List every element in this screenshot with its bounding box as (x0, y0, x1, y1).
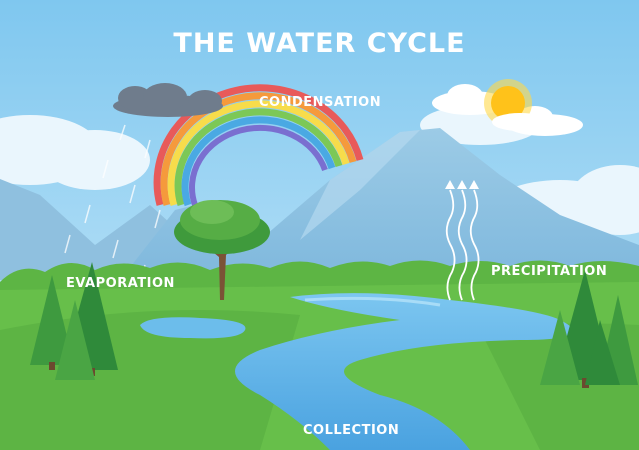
label-precipitation: PRECIPITATION (491, 264, 608, 279)
label-evaporation: EVAPORATION (66, 276, 175, 291)
page-title: THE WATER CYCLE (173, 28, 466, 59)
cloud-front-sun (492, 113, 548, 131)
rainbow-icon (153, 84, 364, 207)
pond (140, 317, 246, 339)
tree-icon (174, 200, 270, 300)
mountain-highlight (300, 130, 420, 240)
river (235, 293, 574, 450)
vapor-arrowheads (445, 180, 479, 189)
pine-trees-right (540, 270, 638, 388)
label-collection: COLLECTION (303, 423, 400, 438)
vapor-arrow-icon (445, 189, 480, 301)
label-condensation: CONDENSATION (259, 95, 382, 110)
background-clouds (0, 105, 639, 240)
pine-trees-left (30, 262, 118, 380)
river-highlight (304, 296, 441, 307)
rain-cloud-icon (113, 83, 223, 117)
